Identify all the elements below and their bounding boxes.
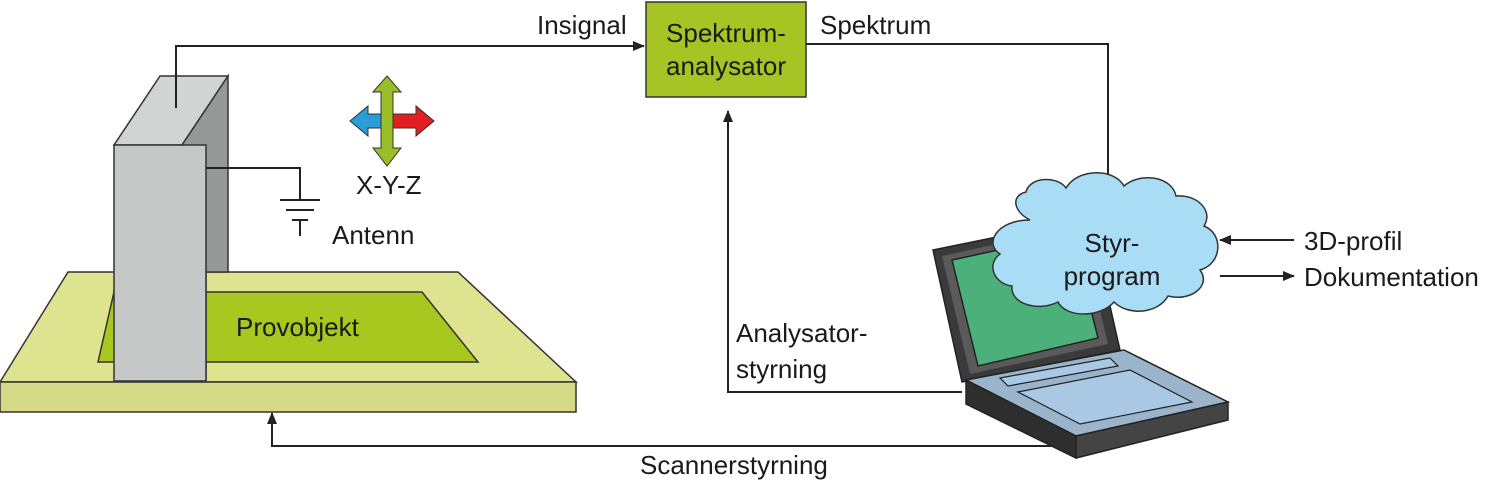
scanner-control-label: Scannerstyrning [640, 450, 828, 480]
analyzer-control-label-line2: styrning [736, 354, 827, 384]
control-program-label-line2: program [1064, 261, 1161, 291]
analyzer-label-line1: Spektrum- [666, 18, 786, 48]
xyz-axes-icon [349, 75, 435, 167]
analyzer-label-line2: analysator [666, 51, 786, 81]
ground-symbol-icon [206, 167, 320, 236]
control-program-label-line1: Styr- [1085, 228, 1140, 258]
spektrum-label: Spektrum [820, 10, 931, 40]
insignal-label: Insignal [537, 10, 627, 40]
provobjekt-label: Provobjekt [236, 312, 360, 342]
antenn-label: Antenn [332, 220, 414, 250]
analyzer-control-label-line1: Analysator- [736, 318, 868, 348]
scanner-control-wire [267, 412, 1058, 447]
scanner-column [112, 73, 230, 382]
documentation-label: Dokumentation [1304, 262, 1479, 292]
cloud-icon: Styr- program [992, 172, 1219, 315]
xyz-label: X-Y-Z [356, 170, 422, 200]
spectrum-analyzer-box: Spektrum- analysator [645, 1, 807, 98]
insignal-wire [175, 41, 645, 108]
analyzer-control-wire [723, 110, 962, 393]
profile3d-label: 3D-profil [1304, 226, 1402, 256]
spektrum-wire [806, 43, 1113, 205]
